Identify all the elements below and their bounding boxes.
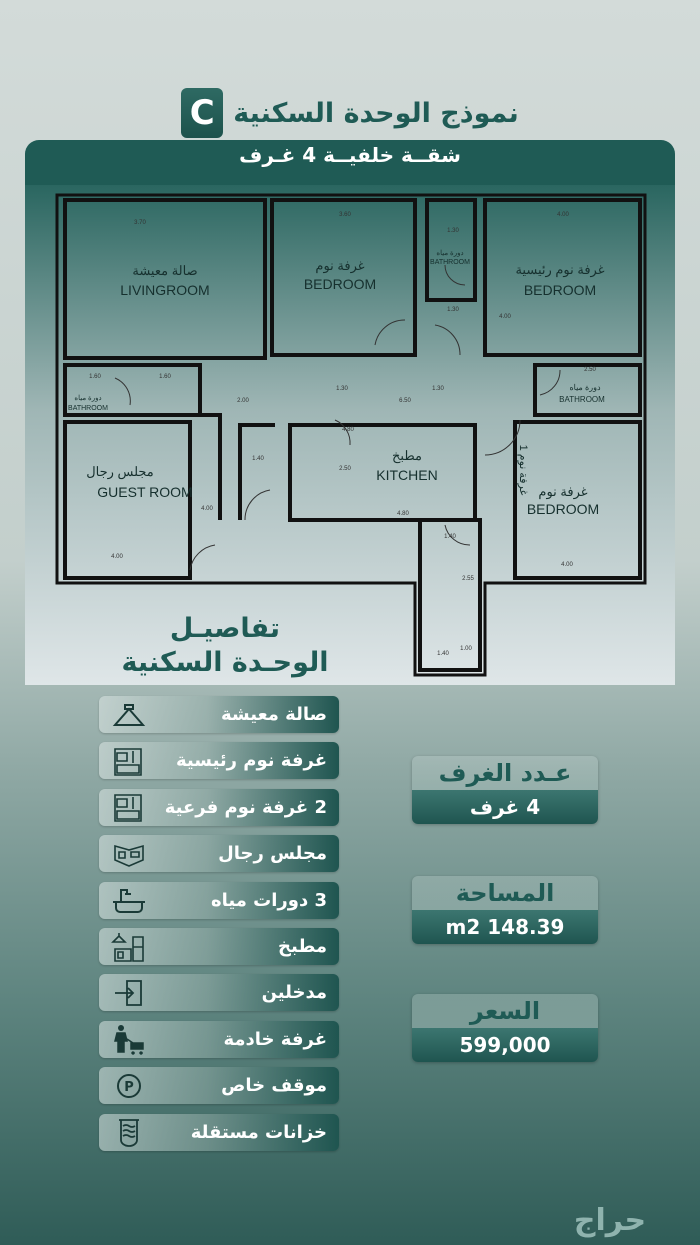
dim: 2.55 <box>462 576 474 582</box>
dim: 1.30 <box>447 307 459 313</box>
detail-item: مدخلين <box>99 974 339 1012</box>
plan-background <box>25 185 675 685</box>
dim: 3.60 <box>339 212 351 218</box>
dim: 4.00 <box>111 554 123 560</box>
stat-area: المساحة 148.39 m2 <box>412 876 598 944</box>
room-ar: دورة مياه <box>436 249 463 257</box>
stat-value: 4 غرف <box>412 790 598 824</box>
bedroom-icon <box>114 794 142 823</box>
dim: 4.00 <box>561 562 573 568</box>
detail-label: موقف خاص <box>221 1075 327 1097</box>
detail-item: خزانات مستقلة <box>99 1113 339 1151</box>
dim: 1.40 <box>252 456 264 462</box>
dim: 1.30 <box>432 386 444 392</box>
haraj-logo: حراج <box>573 1203 647 1238</box>
title-row: نموذج الوحدة السكنية C <box>0 88 700 138</box>
stat-title: المساحة <box>412 876 598 910</box>
detail-label: 3 دورات مياه <box>211 889 327 911</box>
dim: 1.40 <box>437 651 449 657</box>
room-labels: صالة معيشة LIVINGROOM غرفة نوم BEDROOM د… <box>68 249 605 517</box>
room-ar: غرفة نوم <box>538 484 587 500</box>
detail-label: مجلس رجال <box>218 843 327 865</box>
dimensions: 3.70 3.60 4.00 1.30 1.30 1.60 1.60 2.00 … <box>89 212 596 657</box>
bathtub-icon <box>113 889 145 914</box>
detail-label: صالة معيشة <box>221 704 327 725</box>
details-title: تفاصيـل الوحـدة السكنية <box>100 612 350 680</box>
dim: 4.00 <box>499 314 511 320</box>
stat-rooms: عـدد الغرف 4 غرف <box>412 756 598 824</box>
sitting-room-icon <box>114 844 144 867</box>
svg-text:P: P <box>124 1080 134 1095</box>
details-title-line1: تفاصيـل <box>169 613 281 644</box>
room-ar: مجلس رجال <box>86 464 154 480</box>
stat-title: عـدد الغرف <box>412 756 598 790</box>
dim: 6.50 <box>399 398 411 404</box>
maid-icon <box>114 1025 144 1056</box>
dim: 1.30 <box>336 386 348 392</box>
detail-item: مجلس رجال <box>99 835 339 873</box>
room-en: KITCHEN <box>376 467 437 483</box>
kitchen-icon <box>111 932 144 962</box>
detail-item: 2 غرفة نوم فرعية <box>99 788 339 826</box>
handwritten-annotation: غرفة نوم 1 <box>517 445 529 496</box>
dim: 1.60 <box>159 374 171 380</box>
model-badge: C <box>181 88 224 138</box>
room-ar: دورة مياه <box>74 394 101 402</box>
dim: 4.80 <box>397 511 409 517</box>
stat-title: السعر <box>412 994 598 1028</box>
dim: 1.30 <box>447 228 459 234</box>
water-tank-icon <box>119 1119 139 1147</box>
detail-label: 2 غرفة نوم فرعية <box>164 796 327 818</box>
room-en: LIVINGROOM <box>120 282 209 298</box>
room-ar: دورة مياه <box>569 383 600 392</box>
bedroom-icon <box>114 748 142 776</box>
room-ar: غرفة نوم رئيسية <box>515 262 604 278</box>
detail-label: مطبخ <box>278 936 327 957</box>
detail-item: صالة معيشة <box>99 696 339 733</box>
detail-item: P موقف خاص <box>99 1067 339 1105</box>
dim: 1.40 <box>444 534 456 540</box>
detail-label: غرفة خادمة <box>223 1028 328 1050</box>
room-en: BEDROOM <box>527 501 599 517</box>
room-ar: غرفة نوم <box>315 258 364 274</box>
room-en: BATHROOM <box>68 405 108 412</box>
dim: 2.00 <box>237 398 249 404</box>
dim: 4.00 <box>201 506 213 512</box>
detail-item: 3 دورات مياه <box>99 881 339 919</box>
door-swings <box>114 264 561 571</box>
room-en: GUEST ROOM <box>97 484 192 500</box>
stat-value: 599,000 <box>412 1028 598 1062</box>
detail-item: غرفة خادمة <box>99 1020 339 1058</box>
parking-icon: P <box>117 1073 141 1098</box>
dim: 2.50 <box>339 466 351 472</box>
stat-price: السعر 599,000 <box>412 994 598 1062</box>
page-title: نموذج الوحدة السكنية <box>233 97 519 129</box>
detail-item: غرفة نوم رئيسية <box>99 742 339 780</box>
detail-label: غرفة نوم رئيسية <box>175 750 327 772</box>
room-ar: صالة معيشة <box>132 263 197 278</box>
dim: 3.70 <box>134 220 146 226</box>
dim: 1.60 <box>89 374 101 380</box>
stat-value: 148.39 m2 <box>412 910 598 944</box>
detail-label: خزانات مستقلة <box>190 1121 327 1143</box>
dim: 4.00 <box>557 212 569 218</box>
dim: 1.00 <box>460 646 472 652</box>
dim: 2.50 <box>584 367 596 373</box>
subtitle: شقــة خلفيــة 4 غـرف <box>239 143 461 167</box>
walls <box>55 193 647 677</box>
details-title-line2: الوحـدة السكنية <box>121 647 329 678</box>
room-en: BEDROOM <box>524 282 596 298</box>
room-en: BATHROOM <box>559 395 605 404</box>
ceiling-lamp-icon <box>112 703 146 726</box>
floor-plan: صالة معيشة LIVINGROOM غرفة نوم BEDROOM د… <box>25 185 675 685</box>
detail-label: مدخلين <box>261 982 327 1004</box>
room-en: BATHROOM <box>430 259 470 266</box>
room-ar: مطبخ <box>392 448 422 464</box>
detail-item: مطبخ <box>99 928 339 965</box>
dim: 4.80 <box>342 427 354 433</box>
entrance-icon <box>115 979 142 1006</box>
room-en: BEDROOM <box>304 276 376 292</box>
